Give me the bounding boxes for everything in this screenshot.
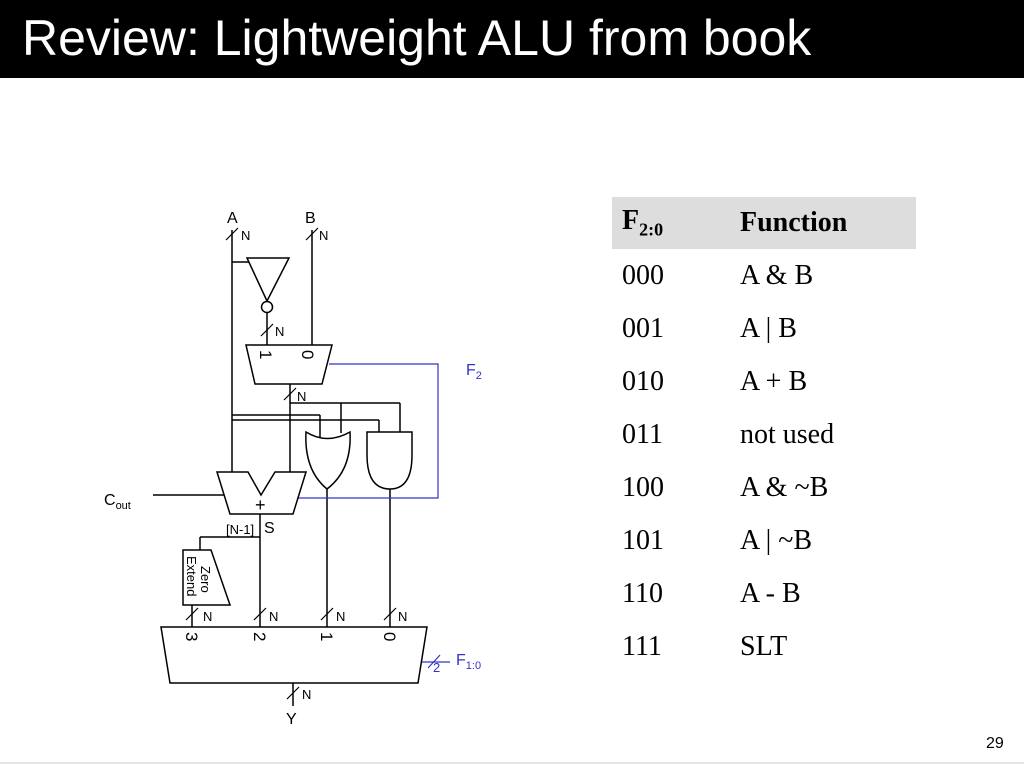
f10-width-label: 2 bbox=[433, 660, 440, 675]
width-label-mux: N bbox=[297, 389, 306, 404]
zero-extend-block bbox=[182, 549, 232, 606]
width-label-y: N bbox=[302, 687, 311, 702]
table-cell-function: A + B bbox=[740, 365, 808, 397]
table-row: 001 A | B bbox=[612, 302, 916, 355]
output-y-label: Y bbox=[286, 711, 297, 728]
mux-b-input-0: 0 bbox=[298, 350, 317, 359]
width-label-b: N bbox=[319, 228, 328, 243]
mux4-input-0: 0 bbox=[380, 632, 399, 641]
inverter-bubble bbox=[260, 300, 274, 314]
width-label-inverter: N bbox=[275, 324, 284, 339]
width-label-mux4-in3: N bbox=[203, 609, 212, 624]
mux4-input-2: 2 bbox=[250, 632, 269, 641]
table-row: 100 A & ~B bbox=[612, 461, 916, 514]
mux4-input-3: 3 bbox=[182, 632, 201, 641]
width-label-mux4-in1: N bbox=[336, 609, 345, 624]
adder bbox=[215, 471, 308, 515]
table-cell-function: not used bbox=[740, 418, 835, 450]
cout-label: Cout bbox=[104, 492, 131, 512]
input-b-label: B bbox=[305, 210, 316, 227]
table-row: 110 A - B bbox=[612, 567, 916, 620]
table-cell-code: 000 bbox=[622, 259, 664, 291]
wires bbox=[153, 230, 401, 706]
table-cell-function: A & B bbox=[740, 259, 814, 291]
table-header-function: Function bbox=[730, 197, 916, 249]
table-cell-code: 001 bbox=[622, 312, 664, 344]
table-cell-code: 110 bbox=[622, 577, 663, 609]
table-cell-code: 011 bbox=[622, 418, 663, 450]
bus-width-slashes bbox=[185, 227, 397, 700]
table-row: 111 SLT bbox=[612, 620, 916, 673]
table-cell-code: 100 bbox=[622, 471, 664, 503]
table-row: 000 A & B bbox=[612, 249, 916, 302]
table-row: 010 A + B bbox=[612, 355, 916, 408]
f2-label: F2 bbox=[466, 362, 482, 382]
table-header-row: F2:0 Function bbox=[612, 197, 916, 249]
table-cell-function: A | B bbox=[740, 312, 797, 344]
adder-plus: + bbox=[255, 495, 266, 515]
mux4-input-1: 1 bbox=[317, 632, 336, 641]
msb-label: [N-1] bbox=[226, 522, 254, 537]
table-cell-code: 101 bbox=[622, 524, 664, 556]
table-row: 101 A | ~B bbox=[612, 514, 916, 567]
slide-title: Review: Lightweight ALU from book bbox=[22, 10, 812, 66]
zero-extend-label-line1: Zero bbox=[198, 566, 213, 593]
table-cell-code: 010 bbox=[622, 365, 664, 397]
mux-b-select bbox=[245, 344, 333, 385]
inverter-triangle bbox=[245, 257, 291, 303]
width-label-mux4-in2: N bbox=[269, 609, 278, 624]
mux-b-input-1: 1 bbox=[256, 350, 275, 359]
input-a-label: A bbox=[227, 210, 238, 227]
title-bar: Review: Lightweight ALU from book bbox=[0, 0, 1024, 78]
table-cell-function: A | ~B bbox=[740, 524, 813, 556]
and-gate bbox=[366, 431, 413, 490]
or-gate bbox=[305, 430, 351, 490]
table-cell-function: A - B bbox=[740, 577, 801, 609]
table-row: 011 not used bbox=[612, 408, 916, 461]
table-header-code: F2:0 bbox=[612, 197, 730, 249]
f10-label: F1:0 bbox=[456, 652, 481, 672]
function-table: F2:0 Function 000 A & B 001 A | B 010 A … bbox=[612, 197, 916, 673]
width-label-a: N bbox=[241, 228, 250, 243]
control-wires bbox=[298, 363, 450, 669]
width-label-mux4-in0: N bbox=[398, 609, 407, 624]
table-cell-code: 111 bbox=[622, 630, 662, 662]
output-mux bbox=[160, 626, 428, 684]
inverter bbox=[245, 257, 291, 314]
table-cell-function: SLT bbox=[740, 630, 788, 662]
page-number: 29 bbox=[986, 735, 1004, 752]
table-cell-function: A & ~B bbox=[740, 471, 829, 503]
sum-label: S bbox=[264, 520, 275, 537]
footer-divider bbox=[0, 762, 1024, 764]
diagram-labels: A B N N N N N N N N N 1 0 F2 Cout + S [N… bbox=[104, 210, 482, 728]
zero-extend-label-line2: Extend bbox=[184, 556, 199, 596]
